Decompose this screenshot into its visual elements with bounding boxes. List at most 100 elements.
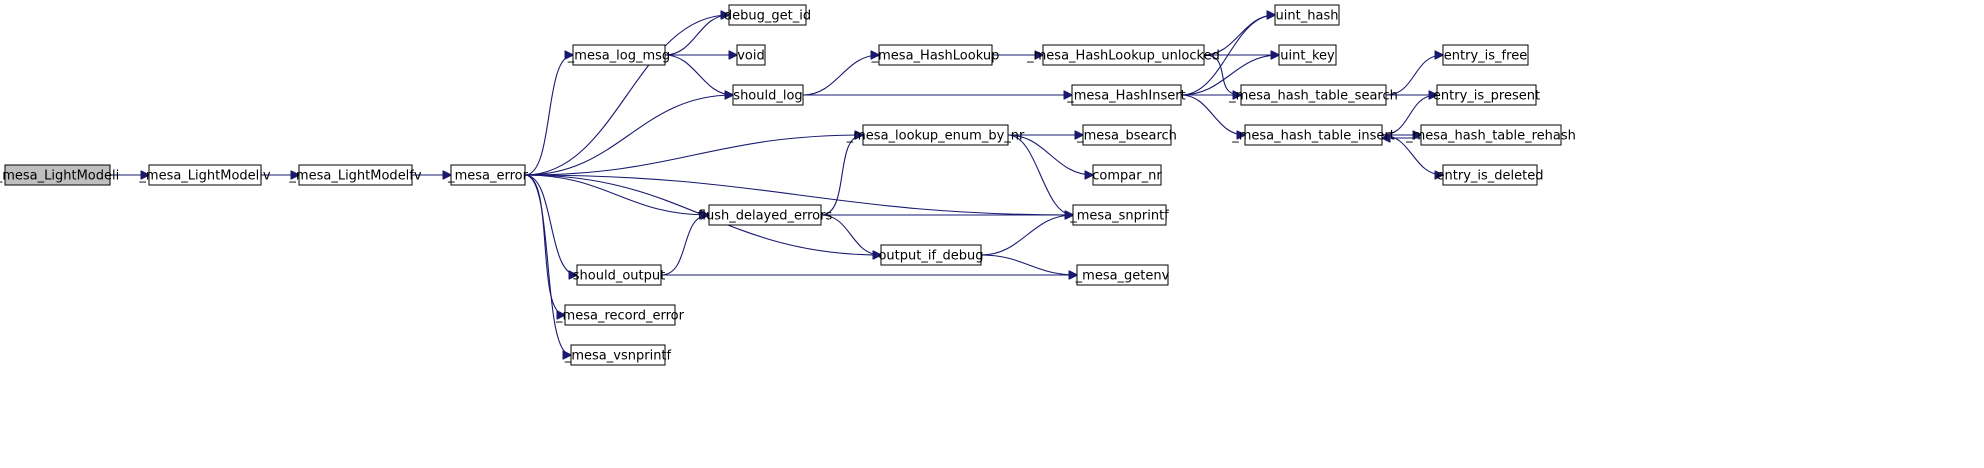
edge-arrow — [524, 95, 733, 176]
edge-error-to-flush-delayed — [524, 174, 709, 215]
node-box — [1076, 264, 1169, 286]
node-getenv[interactable]: _mesa_getenv — [1075, 264, 1170, 286]
node-lightmodeliv[interactable]: _mesa_LightModeliv — [138, 164, 271, 186]
edge-log-msg-to-debug-get-id — [664, 15, 729, 56]
edge-hashinsert-to-table-insert — [1180, 94, 1245, 135]
edge-arrow — [524, 15, 729, 176]
edge-table-search-to-entry-is-free — [1385, 55, 1443, 96]
node-label: debug_get_id — [724, 9, 811, 24]
node-box — [148, 164, 262, 186]
node-uint-hash[interactable]: uint_hash — [1274, 4, 1340, 26]
node-table-search[interactable]: _mesa_hash_table_search — [1228, 84, 1398, 106]
node-box — [878, 44, 993, 66]
node-label: _mesa_LightModeliv — [138, 169, 270, 184]
edge-arrow — [660, 215, 709, 276]
node-box — [880, 244, 982, 266]
node-label: entry_is_free — [1444, 49, 1527, 64]
edge-hashinsert-to-uint-key — [1180, 55, 1279, 96]
node-box — [450, 164, 526, 186]
node-label: _mesa_hash_table_insert — [1231, 129, 1395, 144]
node-label: _mesa_lookup_enum_by_nr — [846, 129, 1025, 144]
edge-hashlookup-unlocked-to-uint-hash — [1203, 15, 1275, 56]
node-log-msg[interactable]: _mesa_log_msg — [567, 44, 670, 66]
node-output-if-debug[interactable]: output_if_debug — [878, 244, 984, 266]
edge-error-to-lookup-enum — [524, 135, 863, 176]
node-label: flush_delayed_errors — [698, 209, 833, 224]
node-box — [1278, 44, 1337, 66]
node-label: _mesa_vsnprintf — [564, 349, 672, 364]
edge-should-output-to-flush-delayed — [660, 215, 709, 276]
node-box — [862, 124, 1009, 146]
node-hashlookup[interactable]: _mesa_HashLookup — [871, 44, 1000, 66]
node-label: void — [737, 49, 765, 64]
node-void[interactable]: void — [736, 44, 766, 66]
node-box — [1042, 44, 1205, 66]
node-box — [1071, 84, 1182, 106]
edge-arrow — [1007, 134, 1073, 215]
node-label: compar_nr — [1092, 169, 1162, 184]
node-hashlookup-unlocked[interactable]: _mesa_HashLookup_unlocked — [1026, 44, 1220, 66]
node-box — [1442, 164, 1538, 186]
node-label: _mesa_LightModeli — [0, 169, 119, 184]
node-box — [732, 84, 804, 106]
edge-arrow — [524, 135, 863, 176]
edge-arrow — [980, 254, 1077, 275]
edge-arrow — [1385, 55, 1443, 96]
edge-flush-delayed-to-output-if-debug — [820, 214, 881, 255]
node-box — [1092, 164, 1162, 186]
node-label: entry_is_present — [1433, 89, 1540, 104]
node-box — [1072, 204, 1167, 226]
node-entry-is-present[interactable]: entry_is_present — [1433, 84, 1540, 106]
edge-arrow — [524, 174, 571, 355]
node-bsearch[interactable]: _mesa_bsearch — [1076, 124, 1177, 146]
node-label: output_if_debug — [878, 249, 983, 264]
node-label: _mesa_record_error — [555, 309, 685, 324]
edges-layer — [110, 15, 1443, 355]
node-vsnprintf[interactable]: _mesa_vsnprintf — [564, 344, 672, 366]
node-snprintf[interactable]: _mesa_snprintf — [1069, 204, 1169, 226]
node-label: entry_is_deleted — [1437, 169, 1544, 184]
node-record-error[interactable]: _mesa_record_error — [555, 304, 685, 326]
node-lookup-enum[interactable]: _mesa_lookup_enum_by_nr — [846, 124, 1025, 146]
node-label: _mesa_hash_table_search — [1228, 89, 1398, 104]
node-label: _mesa_HashLookup — [871, 49, 1000, 64]
node-box — [708, 204, 822, 226]
node-box — [1240, 84, 1387, 106]
edge-arrow — [524, 174, 1073, 215]
edge-arrow — [524, 174, 577, 275]
node-lightmodeli[interactable]: _mesa_LightModeli — [0, 164, 119, 186]
node-box — [728, 4, 807, 26]
edge-should-log-to-hashlookup — [802, 55, 879, 96]
edge-arrow — [1203, 15, 1275, 56]
node-entry-is-free[interactable]: entry_is_free — [1442, 44, 1529, 66]
edge-arrow — [1180, 94, 1245, 135]
node-should-log[interactable]: should_log — [732, 84, 804, 106]
node-box — [1420, 124, 1562, 146]
edge-error-to-record-error — [524, 174, 565, 315]
node-box — [1082, 124, 1172, 146]
node-lightmodelfv[interactable]: _mesa_LightModelfv — [288, 164, 422, 186]
node-table-rehash[interactable]: _mesa_hash_table_rehash — [1405, 124, 1576, 146]
node-compar-nr[interactable]: compar_nr — [1092, 164, 1162, 186]
node-label: _mesa_error — [447, 169, 529, 184]
node-label: _mesa_getenv — [1075, 269, 1170, 284]
edge-arrow — [1381, 134, 1443, 175]
node-label: _mesa_bsearch — [1076, 129, 1177, 144]
node-box — [1274, 4, 1340, 26]
node-hashinsert[interactable]: _mesa_HashInsert — [1066, 84, 1186, 106]
edge-error-to-vsnprintf — [524, 174, 571, 355]
node-should-output[interactable]: should_output — [573, 264, 665, 286]
edge-arrow — [1180, 55, 1279, 96]
node-error[interactable]: _mesa_error — [447, 164, 529, 186]
node-entry-is-deleted[interactable]: entry_is_deleted — [1437, 164, 1544, 186]
node-table-insert[interactable]: _mesa_hash_table_insert — [1231, 124, 1395, 146]
edge-log-msg-to-should-log — [664, 54, 733, 95]
node-label: should_log — [733, 89, 802, 104]
node-debug-get-id[interactable]: debug_get_id — [724, 4, 811, 26]
edge-arrow — [980, 215, 1073, 256]
node-box — [572, 44, 666, 66]
node-uint-key[interactable]: uint_key — [1278, 44, 1337, 66]
node-flush-delayed[interactable]: flush_delayed_errors — [698, 204, 833, 226]
edge-lookup-enum-to-snprintf — [1007, 134, 1073, 215]
node-box — [1436, 84, 1537, 106]
